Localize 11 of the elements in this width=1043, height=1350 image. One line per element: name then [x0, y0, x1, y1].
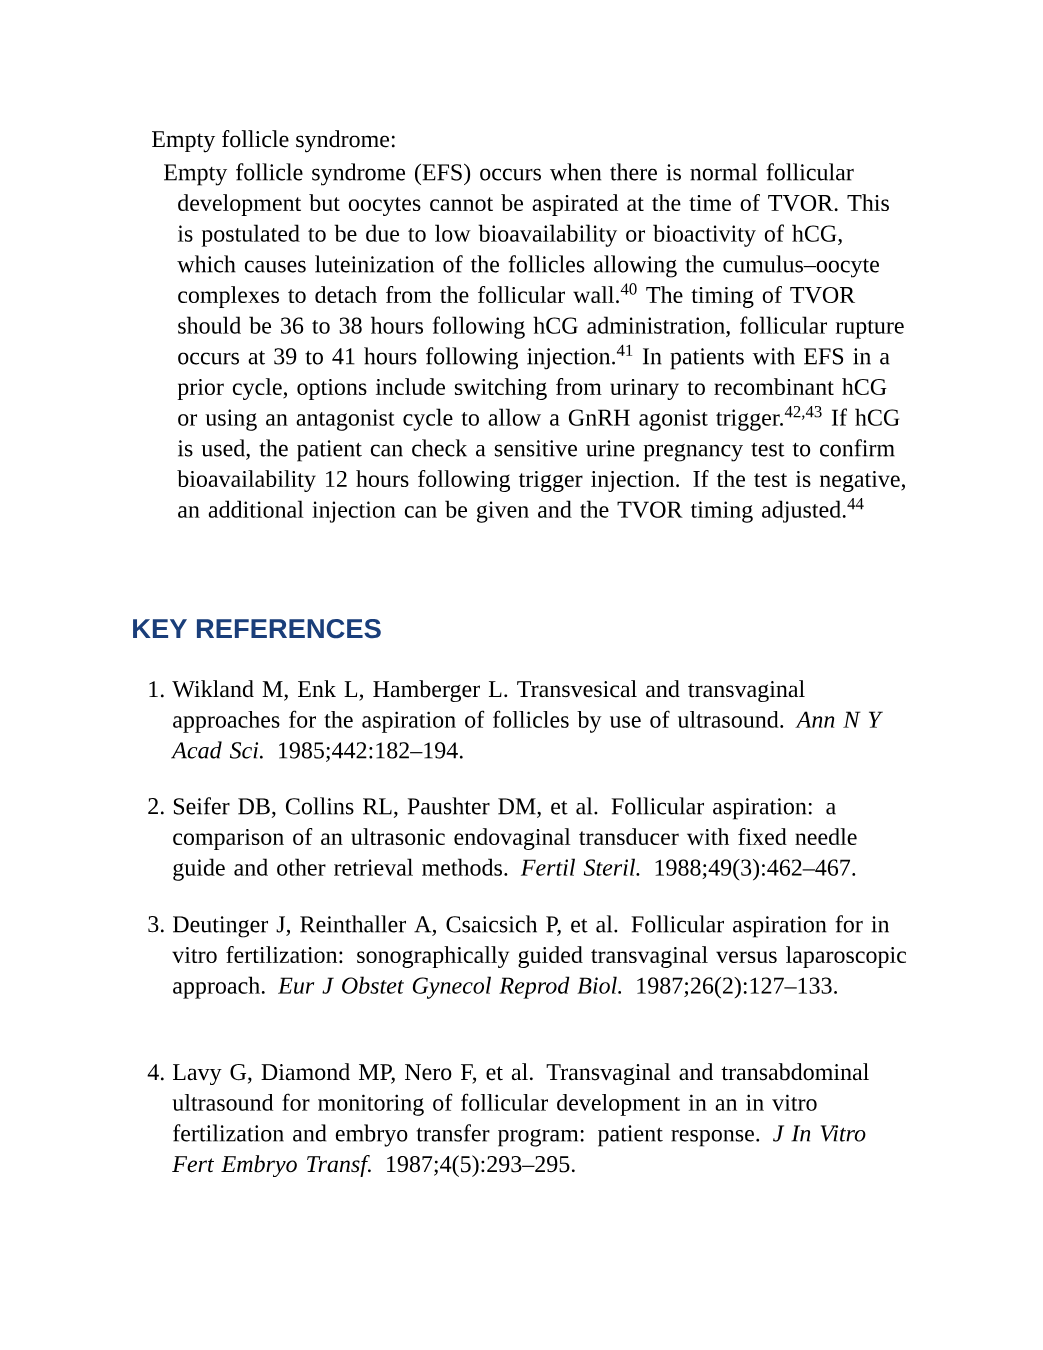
- list-number: 1.: [149, 681, 164, 698]
- body-paragraph: Empty follicle syndrome (EFS) occurs when there is normal follicular development but oocytes cannot be aspirated at the time of TVOR. This is postulated to be due to low bioavailability or bioactivity of hCG, which causes luteinization of the follicles allowing the cumulus–oocyte complexes to detach from the follicular wall.$^{40}$ The timing of TVOR should be 36 to 38 hours following hCG administration, follicular rupture occurs at 39 to 41 hours following injection.$^{41}$ In patients with EFS in a prior cycle, options include switching from urinary to recombinant hCG or using an antagonist cycle to allow a GnRH agonist trigger.$^{42,43}$ If hCG is used, the patient can check a sensitive urine pregnancy test to confirm bioavailability 12 hours following trigger injection. If the test is negative, an additional injection can be given and the TVOR timing adjusted.$^{44}$: [163, 163, 906, 523]
- list-number: 4.: [147, 1064, 164, 1081]
- section-heading: Empty follicle syndrome:: [151, 130, 395, 153]
- list-number: 2.: [148, 798, 164, 815]
- reference-text: Deutinger J, Reinthaller A, Csaicsich P, et al. Follicular aspiration for in vitro fertilization: sonographically guided transvaginal versus laparoscopic approach. Eur J Obstet Gynecol Reprod Biol. 1987;26(2):127–133.: [172, 915, 907, 999]
- references-heading: KEY REFERENCES: [133, 618, 381, 639]
- list-number: 3.: [148, 916, 164, 933]
- reference-text: Lavy G, Diamond MP, Nero F, et al. Transvaginal and transabdominal ultrasound for monitoring of follicular development in an in vitro fertilization and embryo transfer program: patient response. J In Vitro Fert Embryo Transf. 1987;4(5):293–295.: [172, 1063, 869, 1178]
- reference-text: Seifer DB, Collins RL, Paushter DM, et al. Follicular aspiration: a comparison of an ultrasonic endovaginal transducer with fixed needle guide and other retrieval methods. Fertil Steril. 1988;49(3):462–467.: [173, 797, 857, 881]
- reference-text: Wikland M, Enk L, Hamberger L. Transvesical and transvaginal approaches for the aspiration of follicles by use of ultrasound. Ann N Y Acad Sci. 1985;442:182–194.: [170, 680, 883, 762]
